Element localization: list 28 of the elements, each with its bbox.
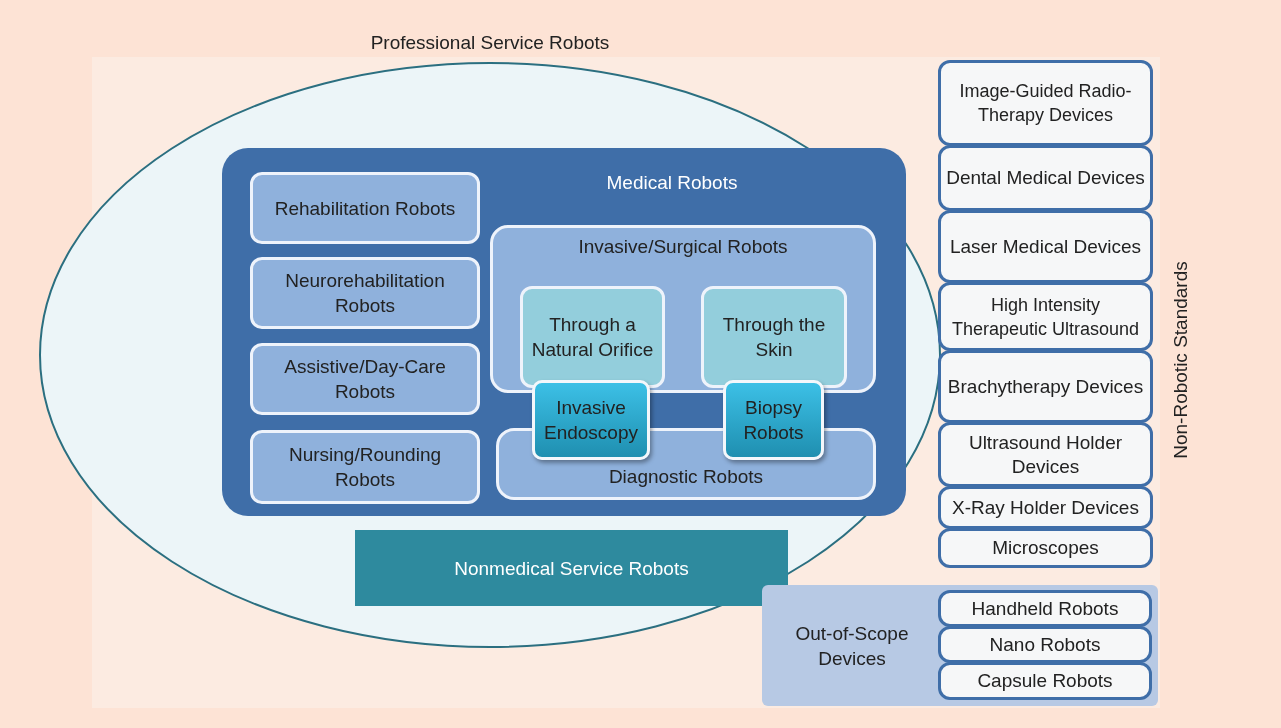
category-card: Invasive Endoscopy — [532, 380, 650, 460]
group-title: Medical Robots — [605, 172, 739, 194]
category-card: Microscopes — [938, 528, 1153, 568]
group-title: Invasive/Surgical Robots — [577, 236, 789, 258]
category-card: Ultrasound Holder Devices — [938, 422, 1153, 487]
category-card: Assistive/Day-Care Robots — [250, 343, 480, 415]
category-card: X-Ray Holder Devices — [938, 486, 1153, 529]
category-card: Rehabilitation Robots — [250, 172, 480, 244]
category-card: Handheld Robots — [938, 590, 1152, 627]
region-title: Professional Service Robots — [369, 32, 611, 54]
side-label: Non-Robotic Standards — [1170, 261, 1192, 459]
category-card: Laser Medical Devices — [938, 210, 1153, 283]
category-card: Nursing/Rounding Robots — [250, 430, 480, 504]
category-card: Brachytherapy Devices — [938, 350, 1153, 423]
category-card: Nonmedical Service Robots — [355, 530, 788, 606]
group-panel — [762, 585, 1158, 706]
category-card: Capsule Robots — [938, 662, 1152, 700]
group-title: Out-of-Scope Devices — [794, 622, 910, 671]
category-card: High Intensity Therapeutic Ultrasound — [938, 282, 1153, 351]
group-panel — [222, 148, 906, 516]
category-card: Biopsy Robots — [723, 380, 824, 460]
category-card: Through a Natural Orifice — [520, 286, 665, 388]
category-card: Neurorehabilitation Robots — [250, 257, 480, 329]
category-card: Through the Skin — [701, 286, 847, 388]
category-card: Dental Medical Devices — [938, 145, 1153, 211]
category-card: Image-Guided Radio-Therapy Devices — [938, 60, 1153, 146]
category-card: Nano Robots — [938, 626, 1152, 663]
group-panel — [490, 225, 876, 393]
